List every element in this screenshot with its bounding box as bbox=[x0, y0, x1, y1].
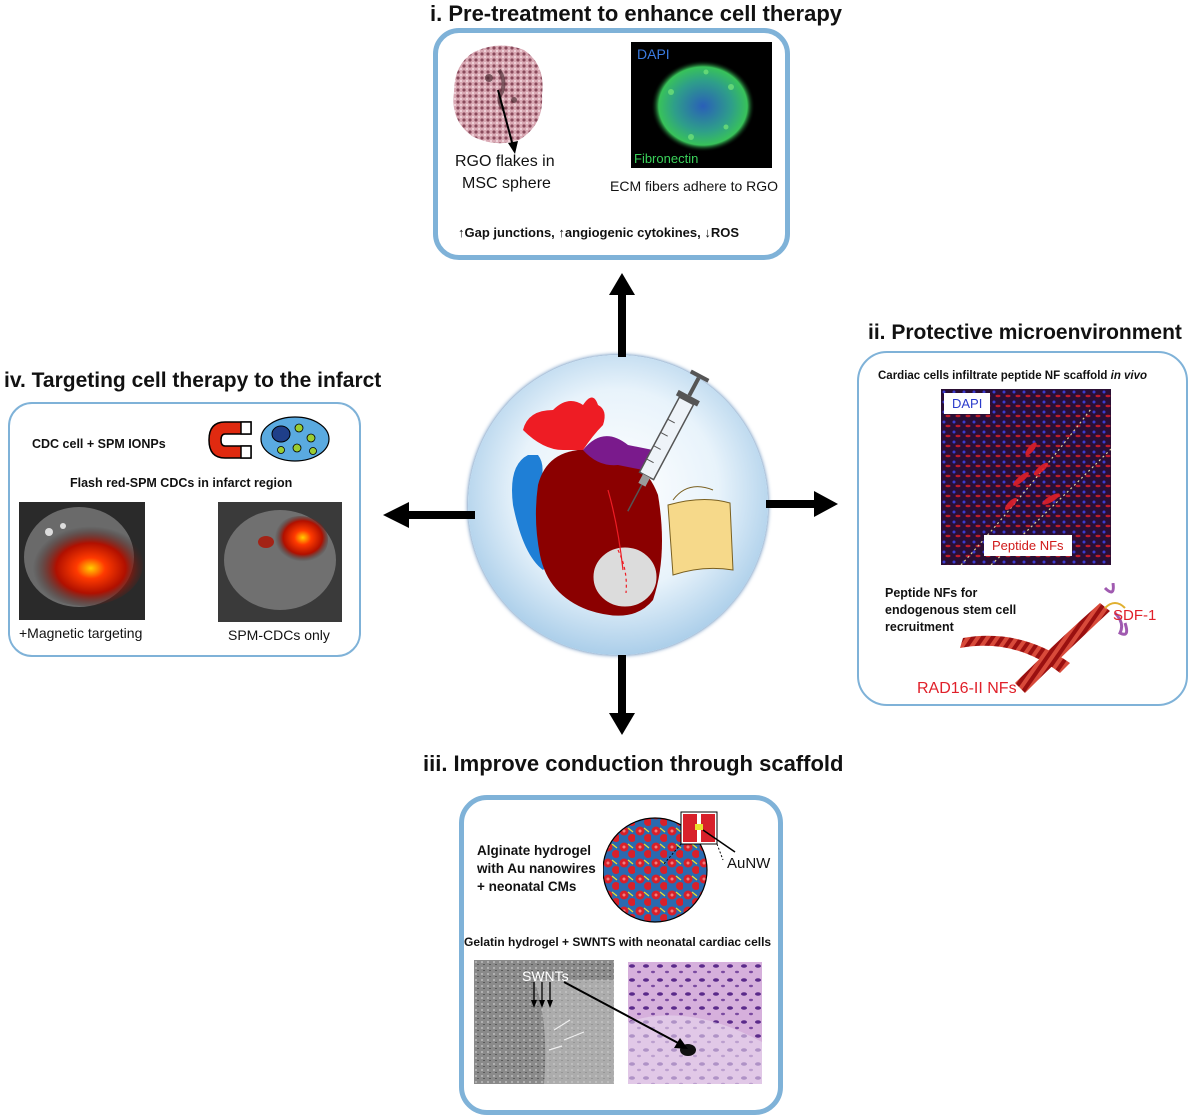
alginate-line3: + neonatal CMs bbox=[477, 879, 577, 894]
rad16-nanofiber-illustration bbox=[960, 583, 1129, 693]
alginate-line2: with Au nanowires bbox=[477, 861, 596, 876]
alginate-au-nanowire-illustration bbox=[603, 811, 736, 923]
swnt-pointer-arrows bbox=[531, 981, 688, 1049]
arrow-down bbox=[609, 655, 635, 735]
panel-i-title: i. Pre-treatment to enhance cell therapy bbox=[430, 1, 843, 26]
infiltrate-caption: Cardiac cells infiltrate peptide NF scaf… bbox=[878, 370, 1147, 382]
arrow-left bbox=[383, 502, 475, 528]
peptide-nf-tissue-image: DAPI Peptide NFs bbox=[941, 389, 1111, 565]
pretreatment-effects: ↑Gap junctions, ↑angiogenic cytokines, ↓… bbox=[458, 225, 739, 240]
dapi-label-ii: DAPI bbox=[944, 393, 991, 414]
ecm-caption: ECM fibers adhere to RGO bbox=[610, 178, 779, 194]
fibronectin-image: DAPI Fibronectin bbox=[631, 42, 772, 168]
spm-cdcs-only-image bbox=[218, 502, 342, 622]
infiltrate-text: Cardiac cells infiltrate peptide NF scaf… bbox=[878, 370, 1108, 382]
rgo-pointer-arrow bbox=[497, 89, 518, 154]
panel-iv-title: iv. Targeting cell therapy to the infarc… bbox=[4, 369, 382, 392]
rad16-label: RAD16-II NFs bbox=[917, 680, 1017, 697]
panel-iii-title: iii. Improve conduction through scaffold bbox=[423, 751, 844, 776]
sdf1-label: SDF-1 bbox=[1113, 607, 1157, 624]
cdc-cell-icon bbox=[260, 416, 330, 462]
cdc-caption: CDC cell + SPM IONPs bbox=[32, 437, 166, 451]
swnt-sem-image: SWNTs bbox=[474, 960, 614, 1084]
fibronectin-label: Fibronectin bbox=[634, 151, 699, 166]
recruit-line2: endogenous stem cell bbox=[885, 603, 1017, 617]
aunw-label: AuNW bbox=[727, 855, 771, 872]
rgo-sphere-image bbox=[444, 40, 554, 150]
in-vivo-text: in vivo bbox=[1110, 370, 1148, 382]
alginate-line1: Alginate hydrogel bbox=[477, 843, 592, 858]
magnetic-targeting-image bbox=[19, 502, 145, 620]
center-heart-sphere bbox=[468, 355, 768, 655]
swnt-label: SWNTs bbox=[522, 968, 569, 984]
swnt-histology-image bbox=[628, 962, 762, 1084]
dapi-label-i: DAPI bbox=[637, 46, 670, 62]
magnet-icon bbox=[208, 421, 252, 459]
magnetic-caption: +Magnetic targeting bbox=[19, 625, 143, 641]
arrow-up bbox=[609, 273, 635, 357]
rgo-caption-line1: RGO flakes in bbox=[455, 153, 555, 170]
arrow-right bbox=[766, 491, 838, 517]
gelatin-caption: Gelatin hydrogel + SWNTS with neonatal c… bbox=[464, 935, 772, 949]
recruit-line1: Peptide NFs for bbox=[885, 586, 978, 600]
spm-caption: SPM-CDCs only bbox=[228, 627, 330, 643]
panel-ii-title: ii. Protective microenvironment bbox=[868, 321, 1182, 344]
peptide-nf-label: Peptide NFs bbox=[984, 535, 1072, 556]
flash-caption: Flash red-SPM CDCs in infarct region bbox=[70, 476, 293, 490]
rgo-caption-line2: MSC sphere bbox=[462, 175, 551, 192]
recruit-line3: recruitment bbox=[885, 620, 954, 634]
